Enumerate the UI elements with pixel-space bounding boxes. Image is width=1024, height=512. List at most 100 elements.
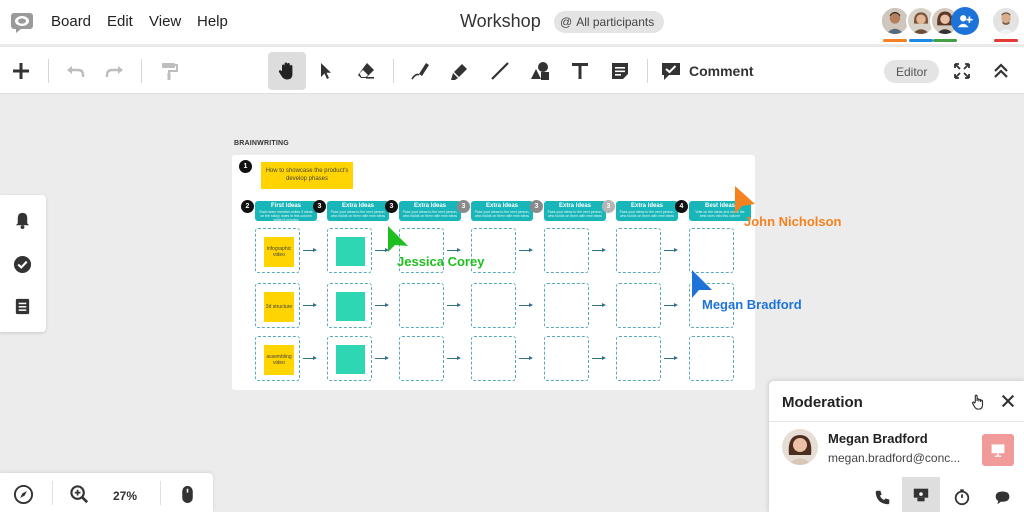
- participant-avatar[interactable]: [906, 6, 936, 36]
- idea-sticky-note[interactable]: [336, 345, 365, 374]
- pointer-icon: [321, 63, 331, 79]
- cursor-label-megan: Megan Bradford: [702, 297, 802, 312]
- notifications-button[interactable]: [11, 209, 33, 231]
- text-tool[interactable]: [561, 52, 599, 90]
- idea-cell[interactable]: [544, 228, 589, 273]
- cursor-label-john: John Nicholson: [744, 214, 842, 229]
- collapse-toolbar-button[interactable]: [982, 52, 1020, 90]
- step-badge: 3: [602, 200, 615, 213]
- idea-cell[interactable]: [689, 336, 734, 381]
- comment-tool[interactable]: [652, 52, 690, 90]
- chat-icon: [995, 491, 1009, 504]
- menu-help[interactable]: Help: [197, 13, 228, 30]
- zoom-in-button[interactable]: [68, 483, 90, 505]
- participants-filter[interactable]: @ All participants: [554, 11, 665, 33]
- hand-tool[interactable]: [268, 52, 306, 90]
- timer-button[interactable]: [950, 485, 974, 509]
- format-painter-button[interactable]: [150, 52, 188, 90]
- idea-cell[interactable]: infographic video: [255, 228, 300, 273]
- participant-color-bar: [909, 39, 933, 42]
- idea-cell[interactable]: [399, 283, 444, 328]
- call-button[interactable]: [870, 485, 894, 509]
- stop-presentation-button[interactable]: [982, 434, 1014, 466]
- idea-cell[interactable]: [471, 283, 516, 328]
- current-user-avatar[interactable]: [991, 6, 1021, 36]
- app-logo-icon[interactable]: [10, 10, 34, 34]
- close-moderation-button[interactable]: [1000, 393, 1018, 411]
- idea-cell[interactable]: assembling video: [255, 336, 300, 381]
- eraser-tool[interactable]: [347, 52, 385, 90]
- sticky-note-icon: [612, 63, 628, 79]
- fullscreen-button[interactable]: [943, 52, 981, 90]
- idea-cell[interactable]: [327, 283, 372, 328]
- idea-cell[interactable]: [399, 228, 444, 273]
- current-user-color-bar: [994, 39, 1018, 42]
- add-participant-button[interactable]: [951, 7, 979, 35]
- idea-cell[interactable]: [689, 228, 734, 273]
- idea-cell[interactable]: [616, 228, 661, 273]
- idea-sticky-note[interactable]: 3d structure: [264, 292, 294, 322]
- idea-sticky-note[interactable]: [336, 292, 365, 321]
- flow-arrow: [303, 303, 317, 307]
- question-sticky-note[interactable]: How to showcase the product's develop ph…: [261, 162, 353, 189]
- idea-sticky-note[interactable]: [336, 237, 365, 266]
- hand-icon: [278, 62, 293, 80]
- idea-cell[interactable]: [544, 336, 589, 381]
- menu-board[interactable]: Board: [51, 13, 92, 30]
- add-button[interactable]: [2, 52, 40, 90]
- pen-tool[interactable]: [401, 52, 439, 90]
- menu-edit[interactable]: Edit: [107, 13, 133, 30]
- idea-cell[interactable]: [327, 336, 372, 381]
- highlighter-tool[interactable]: [441, 52, 479, 90]
- navigator-button[interactable]: [12, 483, 34, 505]
- idea-cell[interactable]: [616, 336, 661, 381]
- participant-avatar[interactable]: [880, 6, 910, 36]
- flow-arrow: [447, 248, 461, 252]
- bell-icon: [15, 212, 29, 229]
- flow-arrow: [375, 303, 389, 307]
- redo-button[interactable]: [96, 52, 134, 90]
- idea-sticky-note[interactable]: assembling video: [264, 345, 294, 375]
- menu-view[interactable]: View: [149, 13, 182, 30]
- idea-cell[interactable]: [544, 283, 589, 328]
- undo-button[interactable]: [56, 52, 94, 90]
- shapes-icon: [531, 62, 549, 80]
- column-description: Each team member writes 3 ideas on the s…: [259, 210, 313, 222]
- participants-filter-label: All participants: [576, 15, 655, 29]
- idea-cell[interactable]: [471, 228, 516, 273]
- idea-cell[interactable]: [399, 336, 444, 381]
- editor-mode-badge[interactable]: Editor: [884, 60, 940, 83]
- notes-button[interactable]: [11, 295, 33, 317]
- zoom-in-icon: [69, 484, 88, 503]
- mouse-mode-button[interactable]: [176, 483, 198, 505]
- chat-button[interactable]: [990, 485, 1014, 509]
- at-icon: @: [560, 15, 573, 29]
- line-tool[interactable]: [481, 52, 519, 90]
- idea-cell[interactable]: [327, 228, 372, 273]
- idea-cell[interactable]: [689, 283, 734, 328]
- flow-arrow: [664, 356, 678, 360]
- column-title: Extra Ideas: [485, 203, 519, 209]
- presentation-mode-button[interactable]: [902, 477, 940, 512]
- flow-arrow: [519, 248, 533, 252]
- raise-hand-button[interactable]: [969, 393, 987, 411]
- tasks-button[interactable]: [11, 253, 33, 275]
- column-title: Extra Ideas: [630, 203, 664, 209]
- shapes-tool[interactable]: [521, 52, 559, 90]
- zoom-level[interactable]: 27%: [113, 489, 138, 503]
- sticky-note-tool[interactable]: [601, 52, 639, 90]
- idea-cell[interactable]: 3d structure: [255, 283, 300, 328]
- idea-sticky-note[interactable]: infographic video: [264, 237, 294, 267]
- idea-cell[interactable]: [471, 336, 516, 381]
- select-tool[interactable]: [307, 52, 345, 90]
- column-title: First Ideas: [270, 203, 301, 209]
- idea-cell[interactable]: [616, 283, 661, 328]
- comment-label[interactable]: Comment: [689, 63, 754, 79]
- column-title: Best Ideas: [704, 203, 735, 209]
